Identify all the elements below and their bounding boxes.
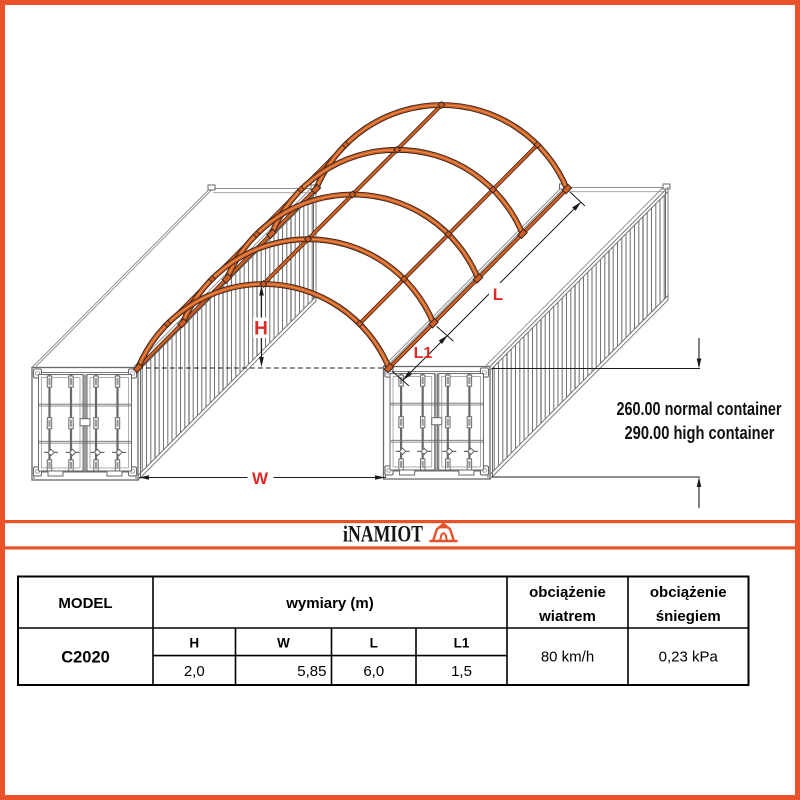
svg-text:obciążenie: obciążenie	[650, 584, 727, 601]
svg-text:C2020: C2020	[61, 649, 110, 667]
svg-text:L1: L1	[414, 345, 433, 362]
svg-text:W: W	[277, 636, 290, 651]
svg-text:L: L	[493, 285, 503, 304]
svg-text:H: H	[189, 636, 199, 651]
svg-text:H: H	[254, 319, 268, 340]
svg-text:6,0: 6,0	[363, 663, 384, 680]
svg-text:L1: L1	[454, 636, 470, 651]
svg-text:260.00 normal container: 260.00 normal container	[617, 399, 782, 419]
svg-text:obciążenie: obciążenie	[529, 584, 606, 601]
svg-text:MODEL: MODEL	[58, 595, 112, 612]
svg-text:1,5: 1,5	[451, 663, 472, 680]
svg-text:wymiary (m): wymiary (m)	[285, 595, 374, 612]
svg-text:5,85: 5,85	[297, 663, 326, 680]
svg-text:0,23 kPa: 0,23 kPa	[659, 649, 719, 666]
svg-text:wiatrem: wiatrem	[538, 608, 596, 625]
svg-text:80 km/h: 80 km/h	[541, 649, 594, 666]
svg-text:śniegiem: śniegiem	[656, 608, 721, 625]
svg-text:iNAMIOT: iNAMIOT	[343, 522, 423, 547]
svg-text:W: W	[252, 469, 269, 488]
svg-text:L: L	[370, 636, 378, 651]
svg-text:290.00 high container: 290.00 high container	[625, 423, 775, 443]
svg-text:2,0: 2,0	[184, 663, 205, 680]
